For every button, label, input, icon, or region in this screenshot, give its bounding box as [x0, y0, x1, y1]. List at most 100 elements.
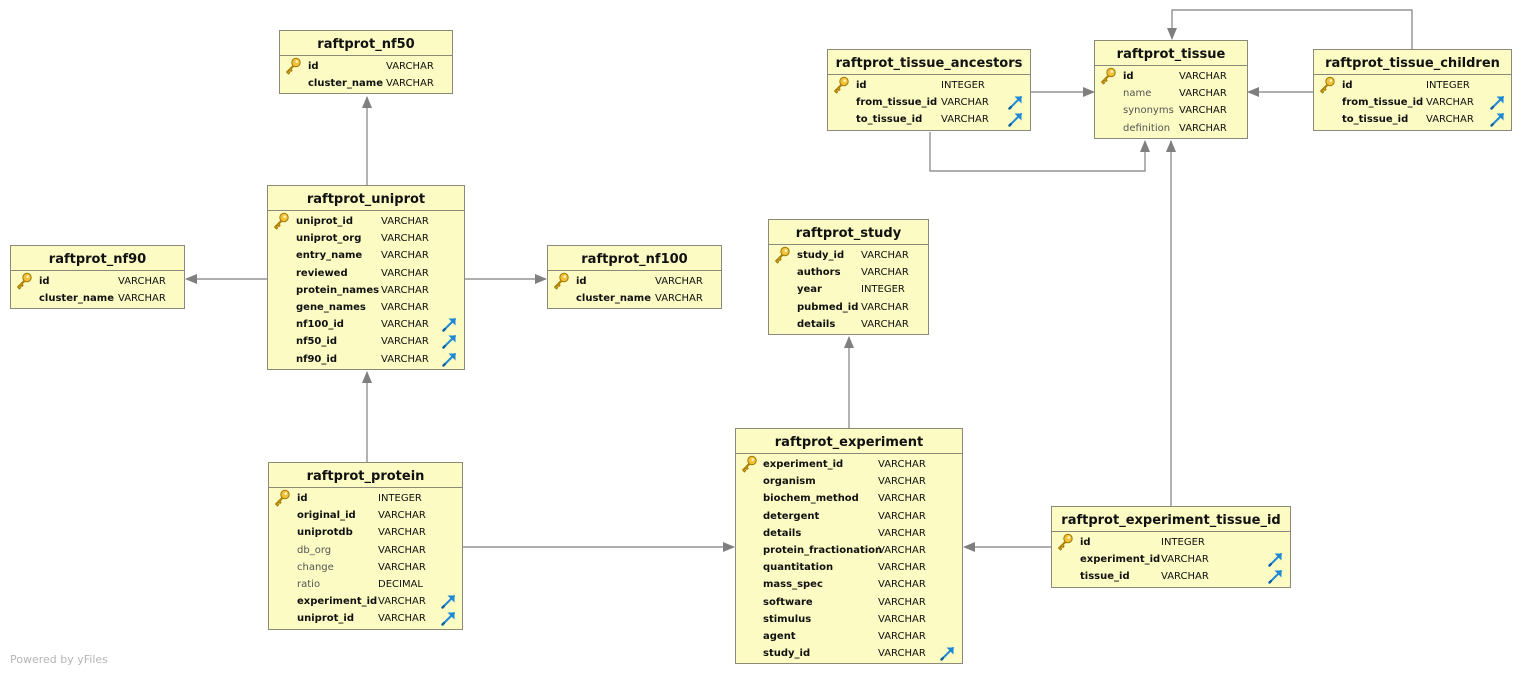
column-type: VARCHAR	[381, 250, 429, 262]
column-name: details	[763, 527, 802, 539]
table-title: raftprot_protein	[269, 463, 462, 488]
primary-key-icon	[15, 272, 33, 290]
table-title: raftprot_tissue_children	[1314, 50, 1511, 75]
column-type: VARCHAR	[118, 293, 166, 305]
column-name: gene_names	[296, 301, 366, 313]
column-name: synonyms	[1123, 105, 1174, 117]
column-type: VARCHAR	[1426, 114, 1474, 126]
column-type: VARCHAR	[378, 527, 426, 539]
column-type: VARCHAR	[861, 318, 909, 330]
foreign-key-icon	[1268, 552, 1283, 567]
column-type: VARCHAR	[386, 61, 434, 72]
column-name: quantitation	[763, 562, 834, 574]
column-type: VARCHAR	[381, 216, 429, 227]
column-row: details VARCHAR	[736, 526, 962, 543]
column-type: VARCHAR	[378, 510, 426, 522]
column-name: organism	[763, 476, 816, 488]
column-type: VARCHAR	[878, 613, 926, 625]
column-row: id VARCHAR	[280, 57, 452, 76]
column-type: VARCHAR	[861, 301, 909, 313]
table-title: raftprot_uniprot	[268, 186, 464, 211]
column-type: INTEGER	[1426, 80, 1470, 91]
column-name: uniprot_id	[297, 613, 354, 625]
column-type: VARCHAR	[878, 527, 926, 539]
column-name: id	[297, 493, 308, 504]
column-name: details	[797, 318, 836, 330]
column-type: VARCHAR	[1179, 105, 1227, 117]
column-name: id	[1342, 80, 1353, 91]
primary-key-icon	[1318, 76, 1336, 94]
column-type: VARCHAR	[378, 561, 426, 573]
column-type: VARCHAR	[381, 233, 429, 245]
column-type: VARCHAR	[378, 613, 426, 625]
column-name: id	[39, 276, 50, 287]
column-name: study_id	[763, 648, 811, 660]
column-name: tissue_id	[1080, 571, 1130, 583]
column-name: name	[1123, 88, 1152, 100]
column-type: INTEGER	[378, 493, 422, 504]
column-type: VARCHAR	[655, 293, 703, 305]
column-name: experiment_id	[763, 459, 844, 470]
table-title: raftprot_nf100	[548, 246, 721, 271]
column-type: VARCHAR	[878, 544, 926, 556]
column-type: VARCHAR	[381, 284, 429, 296]
table-title: raftprot_experiment_tissue_id	[1052, 507, 1290, 532]
column-name: cluster_name	[308, 78, 383, 90]
column-type: VARCHAR	[878, 510, 926, 522]
column-name: cluster_name	[39, 293, 114, 305]
column-type: VARCHAR	[878, 493, 926, 505]
column-type: VARCHAR	[861, 250, 909, 261]
column-name: agent	[763, 630, 796, 642]
column-name: year	[797, 284, 822, 296]
foreign-key-icon	[442, 334, 457, 350]
column-name: definition	[1123, 122, 1171, 134]
column-name: id	[576, 276, 587, 287]
column-name: from_tissue_id	[856, 97, 938, 109]
column-name: from_tissue_id	[1342, 97, 1424, 109]
column-row: uniprot_id VARCHAR	[269, 611, 462, 628]
column-type: VARCHAR	[378, 544, 426, 556]
column-type: VARCHAR	[381, 336, 429, 348]
column-type: VARCHAR	[655, 276, 703, 287]
column-type: VARCHAR	[941, 97, 989, 109]
column-name: id	[308, 61, 319, 72]
column-name: mass_spec	[763, 579, 823, 591]
primary-key-icon	[272, 212, 290, 230]
